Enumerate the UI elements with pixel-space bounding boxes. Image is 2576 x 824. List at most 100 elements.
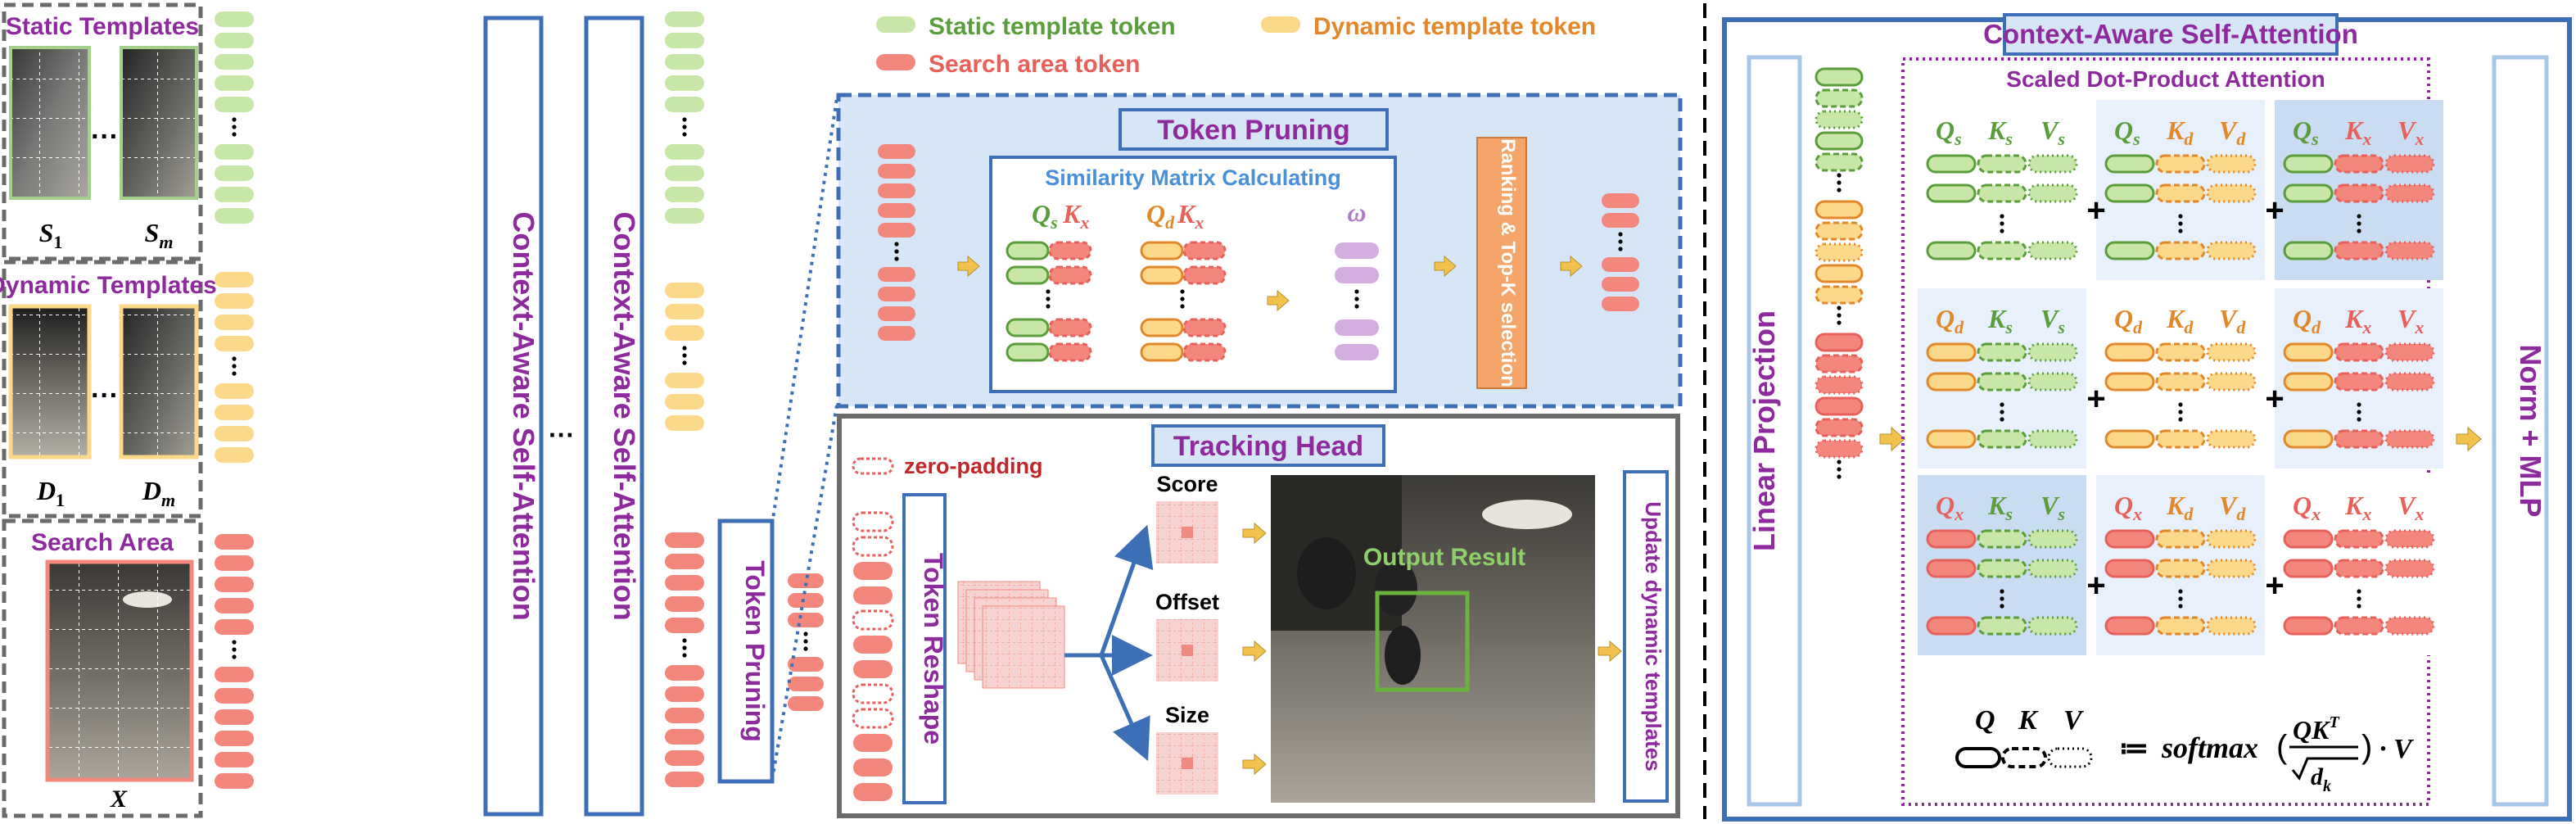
qkv-token xyxy=(2104,429,2155,449)
ellipsis-dot xyxy=(232,654,237,659)
ellipsis-dot xyxy=(894,256,899,261)
ellipsis-dot xyxy=(2357,402,2361,407)
ellipsis-dot xyxy=(1180,304,1185,309)
omega-token xyxy=(1335,267,1379,283)
qkv-token xyxy=(1977,342,2027,362)
qkv-symbol: Qx xyxy=(2114,491,2142,524)
qkv-token xyxy=(2283,183,2334,203)
ellipsis-dot xyxy=(2178,589,2183,594)
formula-q: Q xyxy=(1975,705,1995,736)
search-token xyxy=(788,657,824,672)
qkv-symbol: Kd xyxy=(2166,304,2194,337)
ellipsis-dot xyxy=(232,647,237,652)
static-token xyxy=(215,208,254,224)
search-token xyxy=(665,618,704,633)
ellipsis-dot xyxy=(803,646,808,651)
ellipsis-dot xyxy=(894,249,899,254)
ellipsis-dot xyxy=(1837,467,1842,472)
pruning-input-tokens xyxy=(878,144,915,341)
ellipsis-dot xyxy=(803,632,808,636)
plus-sign: + xyxy=(2265,568,2284,604)
sdpa-title: Scaled Dot-Product Attention xyxy=(2006,66,2325,92)
search-token xyxy=(215,667,254,682)
qkv-token xyxy=(2155,559,2206,578)
query-token xyxy=(1140,342,1184,362)
qkv-symbol: Kd xyxy=(2166,491,2194,524)
qkv-token xyxy=(2283,372,2334,392)
zero-padding-token xyxy=(852,683,894,704)
static-token xyxy=(215,144,254,160)
search-area-title: Search Area xyxy=(31,529,174,556)
qkv-token xyxy=(2104,154,2155,174)
ellipsis-dot xyxy=(1837,313,1842,318)
qkv-symbol: Kx xyxy=(2344,304,2371,337)
token-column-pruned xyxy=(788,573,824,711)
qkv-token xyxy=(1977,372,2027,392)
qkv-token xyxy=(1814,110,1864,129)
ellipsis-dot xyxy=(2357,589,2361,594)
ellipsis-dot xyxy=(2357,596,2361,601)
svg-text:Qs: Qs xyxy=(1032,199,1058,233)
formula-k: K xyxy=(2018,705,2039,736)
static-token xyxy=(665,54,704,70)
attention-formula: Q K V ≔ softmax ( QKT dk ) · V xyxy=(1955,705,2414,795)
formula-num: QK xyxy=(2293,715,2331,745)
svg-text:Qd: Qd xyxy=(1146,199,1175,233)
token-column-input xyxy=(215,11,254,789)
search-token xyxy=(665,708,704,723)
qkv-token xyxy=(2283,241,2334,260)
size-label: Size xyxy=(1165,703,1209,727)
qkv-token xyxy=(2283,559,2334,578)
sim-k1-sub: x xyxy=(1079,212,1089,233)
search-area-panel: Search Area X xyxy=(2,518,203,818)
qkv-symbol: Vs xyxy=(2040,304,2065,337)
qkv-symbol: Qx xyxy=(2293,491,2321,524)
dynamic-token xyxy=(665,325,704,341)
ellipsis-dot xyxy=(2000,410,2004,414)
svg-text:Kx: Kx xyxy=(1062,199,1089,233)
svg-text:D1: D1 xyxy=(36,476,65,510)
ellipsis-dot xyxy=(232,132,237,137)
qkv-token xyxy=(2283,342,2334,362)
qkv-token xyxy=(2027,559,2078,578)
formula-den: d xyxy=(2311,763,2324,790)
search-token xyxy=(215,731,254,746)
search-token xyxy=(853,783,893,801)
search-token xyxy=(665,772,704,787)
token-reshape-label: Token Reshape xyxy=(919,553,948,745)
search-token xyxy=(215,688,254,704)
qkv-token xyxy=(1977,241,2027,260)
middle-ellipsis: ··· xyxy=(549,420,575,450)
qkv-token xyxy=(1926,529,1977,549)
search-token xyxy=(788,573,824,588)
search-token xyxy=(215,619,254,635)
static-token xyxy=(665,208,704,224)
qkv-symbol: Ks xyxy=(1987,491,2013,524)
qkv-symbol: Qs xyxy=(2114,115,2140,149)
search-token xyxy=(665,554,704,569)
ellipsis-dot xyxy=(2178,214,2183,219)
qkv-token xyxy=(1814,88,1864,108)
query-token xyxy=(1140,241,1184,260)
qkv-token xyxy=(1814,396,1864,416)
qkv-token xyxy=(1814,152,1864,172)
context-aware-attention-block-2: Context-Aware Self-Attention xyxy=(584,16,644,817)
dynamic-token xyxy=(215,336,254,351)
qkv-symbol: Ks xyxy=(1987,304,2013,337)
dynamic-token xyxy=(215,426,254,441)
search-token xyxy=(853,734,893,752)
search-token xyxy=(878,203,915,218)
formula-tail: · V xyxy=(2379,734,2414,764)
ellipsis-dot xyxy=(1618,239,1623,244)
qkv-token xyxy=(1814,285,1864,305)
qkv-token xyxy=(2334,372,2384,392)
ellipsis-dot xyxy=(2357,417,2361,422)
ellipsis-dot xyxy=(1837,180,1842,185)
plus-sign: + xyxy=(2086,381,2105,417)
static-token xyxy=(215,165,254,181)
key-token xyxy=(1182,265,1227,285)
dynamic-token xyxy=(215,272,254,287)
ellipsis-dot xyxy=(682,638,687,643)
ellipsis-dot xyxy=(682,125,687,129)
